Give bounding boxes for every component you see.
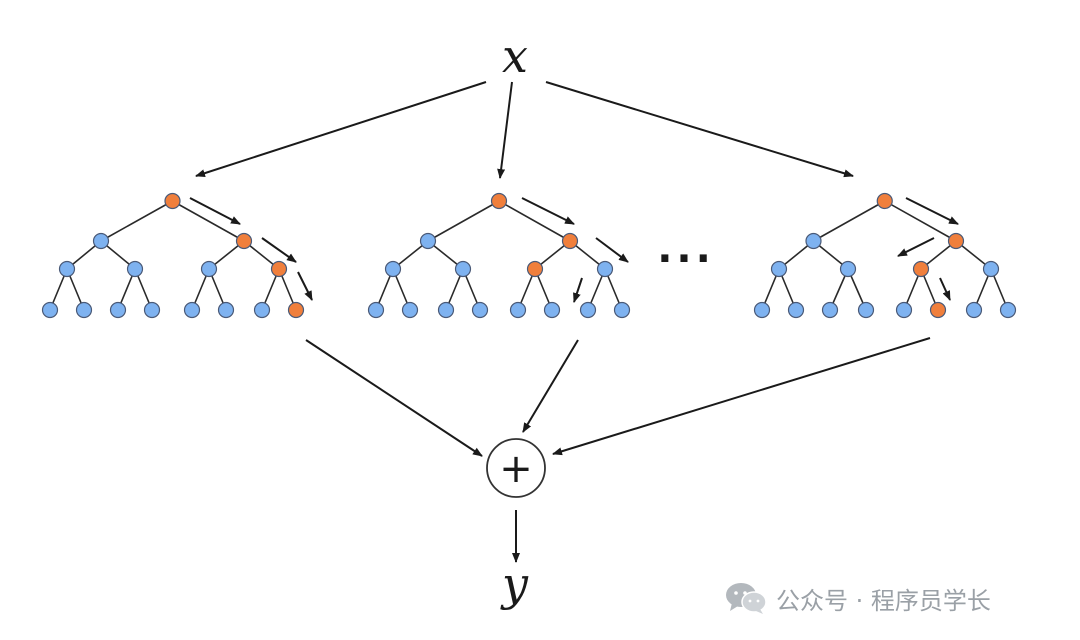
decision-path-arrow bbox=[595, 237, 629, 263]
tree-node bbox=[509, 301, 527, 319]
tree-node bbox=[579, 301, 597, 319]
tree-node-decision-path bbox=[912, 260, 930, 278]
tree-node bbox=[126, 260, 144, 278]
tree-node bbox=[787, 301, 805, 319]
tree-edge bbox=[427, 200, 500, 242]
tree-node bbox=[543, 301, 561, 319]
tree-node bbox=[109, 301, 127, 319]
tree-node bbox=[805, 232, 822, 250]
ellipsis-more-trees: ··· bbox=[657, 236, 715, 282]
output-label-y: y bbox=[500, 557, 529, 611]
decision-tree-2 bbox=[367, 192, 631, 319]
decision-path-arrow bbox=[297, 271, 313, 301]
tree-node bbox=[471, 301, 489, 319]
tree-node bbox=[367, 301, 385, 319]
tree-node bbox=[92, 232, 110, 250]
tree-node bbox=[454, 260, 472, 278]
tree-node-decision-path bbox=[287, 301, 305, 319]
arrow-tree-3-to-sum bbox=[552, 337, 931, 456]
tree-node bbox=[613, 301, 631, 319]
tree-node bbox=[253, 301, 271, 319]
tree-node bbox=[895, 301, 913, 319]
decision-path-arrow bbox=[905, 197, 959, 225]
tree-edge bbox=[884, 200, 957, 242]
wechat-icon bbox=[726, 583, 767, 614]
tree-edge bbox=[100, 200, 173, 242]
decision-path-arrow bbox=[897, 237, 935, 257]
tree-node-decision-path bbox=[235, 232, 253, 250]
decision-path-arrow bbox=[189, 197, 241, 225]
tree-node bbox=[143, 301, 161, 319]
decision-path-arrow bbox=[939, 277, 951, 301]
tree-node bbox=[839, 260, 857, 278]
tree-node-decision-path bbox=[164, 192, 181, 210]
tree-node bbox=[965, 301, 983, 319]
watermark-text: 公众号 · 程序员学长 bbox=[776, 586, 991, 615]
tree-node-decision-path bbox=[561, 232, 579, 250]
tree-node-decision-path bbox=[929, 301, 947, 319]
tree-node-decision-path bbox=[876, 192, 893, 210]
tree-node bbox=[982, 260, 1000, 278]
tree-node bbox=[384, 260, 402, 278]
sum-symbol: + bbox=[499, 446, 533, 492]
tree-node bbox=[41, 301, 59, 319]
tree-edge bbox=[813, 200, 886, 242]
tree-node bbox=[401, 301, 419, 319]
sum-node bbox=[486, 438, 546, 498]
tree-node bbox=[753, 301, 771, 319]
tree-node-decision-path bbox=[270, 260, 288, 278]
arrow-x-to-tree-1 bbox=[195, 81, 487, 178]
tree-edge bbox=[172, 200, 245, 242]
decision-path-arrow bbox=[261, 237, 297, 263]
arrow-x-to-tree-3 bbox=[545, 81, 854, 178]
tree-node bbox=[770, 260, 788, 278]
tree-node bbox=[183, 301, 201, 319]
tree-edge bbox=[498, 200, 571, 242]
tree-node bbox=[437, 301, 455, 319]
tree-node-decision-path bbox=[947, 232, 965, 250]
tree-node bbox=[58, 260, 76, 278]
watermark: 公众号 · 程序员学长 bbox=[724, 580, 991, 616]
tree-node bbox=[999, 301, 1017, 319]
arrow-tree-2-to-sum bbox=[522, 339, 579, 433]
decision-tree-3 bbox=[753, 192, 1017, 319]
tree-node-decision-path bbox=[490, 192, 508, 210]
arrow-tree-1-to-sum bbox=[305, 339, 483, 457]
decision-tree-1 bbox=[41, 192, 313, 319]
tree-node bbox=[200, 260, 218, 278]
tree-node bbox=[821, 301, 839, 319]
tree-node bbox=[75, 301, 93, 319]
tree-node bbox=[217, 301, 235, 319]
input-label-x: x bbox=[502, 29, 528, 83]
tree-node bbox=[857, 301, 875, 319]
tree-node bbox=[419, 232, 437, 250]
decision-path-arrow bbox=[521, 197, 575, 225]
decision-path-arrow bbox=[573, 277, 583, 303]
tree-node bbox=[596, 260, 614, 278]
tree-node-decision-path bbox=[526, 260, 544, 278]
arrow-x-to-tree-2 bbox=[497, 81, 513, 179]
